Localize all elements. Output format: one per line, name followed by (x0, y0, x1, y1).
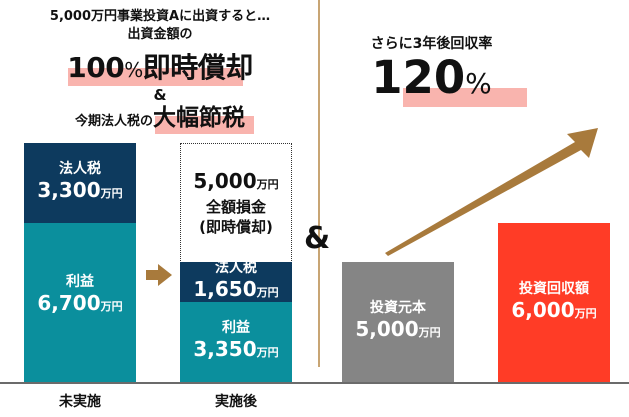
xlabel-before: 未実施 (59, 394, 101, 410)
writeoff-line3: (即時償却) (199, 218, 273, 236)
bar-principal-label: 投資元本 (370, 300, 426, 316)
line5-emphasis: 大幅節税 (153, 105, 245, 131)
xlabel-after: 実施後 (215, 394, 257, 410)
bar-recovery-value: 6,000万円 (511, 297, 597, 322)
rate-percent: % (465, 67, 492, 100)
bar-before-profit-label: 利益 (66, 274, 94, 290)
bar-before-profit: 利益 6,700万円 (24, 223, 136, 382)
bar-after-tax: 法人税 1,650万円 (180, 260, 292, 302)
bar-before-profit-value: 6,700万円 (37, 291, 123, 315)
left-header-line2: 出資金額の (127, 27, 193, 42)
headline-percent: % (124, 58, 143, 82)
vertical-divider (318, 0, 320, 367)
headline-number: 100 (67, 51, 125, 84)
bar-before-tax-value: 3,300万円 (37, 178, 123, 202)
highlight-bar-1 (68, 68, 243, 86)
bar-after-writeoff: 5,000万円 全額損金 (即時償却) (180, 143, 292, 263)
writeoff-value: 5,000万円 (193, 169, 279, 193)
bar-after-profit-value: 3,350万円 (193, 337, 279, 361)
left-header-ampersand: & (153, 86, 167, 104)
right-header-rate: 120% (320, 52, 543, 110)
bar-recovery-label: 投資回収額 (519, 280, 589, 297)
bar-recovery: 投資回収額 6,000万円 (498, 223, 610, 382)
bar-before-tax: 法人税 3,300万円 (24, 143, 136, 223)
chart-baseline (0, 382, 629, 384)
line5-prefix: 今期法人税の (74, 114, 153, 129)
right-arrow-icon (146, 264, 172, 286)
right-header-line1: さらに3年後回収率 (370, 36, 493, 52)
highlight-bar-2 (155, 116, 254, 134)
bar-principal: 投資元本 5,000万円 (342, 262, 454, 382)
left-header-line5: 今期法人税の大幅節税 (0, 103, 320, 137)
middle-ampersand: & (304, 221, 331, 256)
writeoff-line2: 全額損金 (205, 198, 266, 216)
bar-principal-value: 5,000万円 (355, 317, 441, 341)
headline-text: 即時償却 (142, 51, 254, 84)
left-header-headline: 100%即時償却 (0, 50, 320, 88)
growth-arrow-icon (385, 128, 598, 256)
bar-after-tax-value: 1,650万円 (193, 277, 279, 301)
bar-after-profit-label: 利益 (222, 320, 250, 336)
highlight-bar-3 (403, 88, 527, 107)
rate-number: 120 (371, 51, 466, 104)
bar-after-tax-label: 法人税 (215, 260, 257, 276)
bar-before-tax-label: 法人税 (59, 161, 101, 177)
bar-after-profit: 利益 3,350万円 (180, 302, 292, 382)
left-header-line1: 5,000万円事業投資Aに出資すると… (49, 9, 271, 24)
